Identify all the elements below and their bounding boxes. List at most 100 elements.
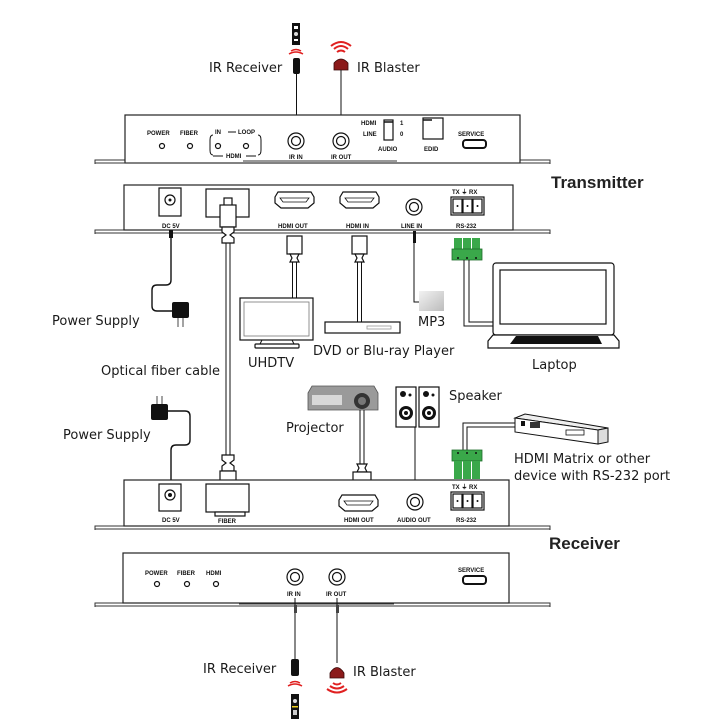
ir-receiver-label-top: IR Receiver — [209, 61, 283, 76]
tx-line-in-port[interactable] — [405, 198, 423, 216]
audio-switch-line-label: LINE — [363, 132, 377, 138]
audio-switch[interactable] — [383, 119, 394, 141]
ir-signal-icon-receiver-bottom — [287, 680, 303, 687]
rs232-cable-matrix — [462, 422, 515, 450]
tx-rs232-pins-label: TX ⏚ RX — [452, 189, 477, 196]
rx-power-cable — [168, 410, 191, 492]
hdmi-cable-dvd — [351, 235, 368, 322]
tx-service-port[interactable] — [462, 139, 487, 149]
ir-blaster-label-bottom: IR Blaster — [353, 665, 416, 680]
tx-hdmi-loop-label: LOOP — [238, 130, 255, 136]
tx-fiber-led — [186, 142, 194, 150]
tx-service-label: SERVICE — [458, 132, 484, 138]
tx-dc-5v-port[interactable] — [158, 187, 182, 217]
tx-hdmi-group-label: HDMI — [226, 154, 242, 160]
power-adapter-icon-rx — [151, 396, 168, 420]
power-adapter-icon-tx — [172, 302, 189, 327]
tx-ir-out-port[interactable] — [332, 132, 350, 150]
transmitter-title: Transmitter — [551, 173, 644, 192]
rx-service-port[interactable] — [462, 575, 487, 585]
edid-switch[interactable] — [422, 117, 444, 140]
tx-hdmi-in-led — [214, 142, 222, 150]
hdmi-matrix-label-line1: HDMI Matrix or other — [514, 452, 651, 467]
rx-hdmi-out-label: HDMI OUT — [344, 518, 374, 524]
tx-dc-5v-label: DC 5V — [162, 224, 180, 230]
audio-cable-mp3 — [413, 233, 419, 303]
hdmi-cable-uhdtv — [286, 235, 303, 298]
tx-hdmi-in-label: HDMI IN — [346, 224, 369, 230]
tx-hdmi-out-label: HDMI OUT — [278, 224, 308, 230]
audio-switch-value-0: 0 — [400, 132, 404, 138]
ir-signal-icon-receiver-top — [288, 48, 304, 55]
rs232-connector-rx — [451, 449, 483, 479]
tx-ir-in-label: IR IN — [289, 155, 303, 161]
tx-ir-out-label: IR OUT — [331, 155, 352, 161]
rx-power-led — [153, 580, 161, 588]
tx-hdmi-loop-led — [242, 142, 250, 150]
tx-hdmi-in-port[interactable] — [339, 191, 380, 209]
rx-rs232-pins-label: TX ⏚ RX — [452, 484, 477, 491]
projector-icon — [307, 385, 379, 411]
tx-line-in-label: LINE IN — [401, 224, 422, 230]
rx-rs232-port[interactable] — [450, 491, 485, 511]
receiver-title: Receiver — [549, 534, 620, 553]
ir-receiver-icon-bottom — [291, 659, 299, 676]
projector-label: Projector — [286, 421, 344, 436]
rx-fiber-led — [183, 580, 191, 588]
ir-blaster-label-top: IR Blaster — [357, 61, 420, 76]
optical-fiber-cable — [225, 243, 231, 455]
audio-switch-value-1: 1 — [400, 121, 404, 127]
rx-led-label-power: POWER — [145, 571, 168, 577]
uhdtv-label: UHDTV — [248, 356, 294, 371]
speaker-icon — [395, 386, 440, 428]
rx-ir-in-port[interactable] — [286, 568, 304, 586]
remote-control-icon-top — [292, 23, 300, 45]
hdmi-matrix-icon — [513, 413, 609, 445]
rx-fiber-label: FIBER — [218, 519, 237, 525]
rx-fiber-port[interactable] — [205, 483, 250, 513]
rx-audio-out-port[interactable] — [406, 493, 424, 511]
rx-ir-out-port[interactable] — [328, 568, 346, 586]
mp3-player-icon — [419, 291, 444, 311]
tx-hdmi-out-port[interactable] — [274, 191, 315, 209]
speaker-label: Speaker — [449, 389, 503, 404]
rs232-connector-tx — [451, 238, 483, 261]
rs232-cable-laptop — [463, 260, 493, 327]
tx-ir-in-port[interactable] — [287, 132, 305, 150]
tx-rs232-port[interactable] — [450, 196, 485, 216]
power-supply-label-tx: Power Supply — [52, 314, 140, 329]
edid-label: EDID — [424, 147, 439, 153]
rx-ir-out-label: IR OUT — [326, 592, 347, 598]
audio-switch-label: AUDIO — [378, 147, 398, 153]
dvd-player-icon — [324, 321, 401, 334]
tx-hdmi-led-group — [209, 131, 262, 157]
tx-power-cable — [151, 233, 175, 312]
uhdtv-icon — [239, 297, 314, 349]
mp3-label: MP3 — [418, 315, 445, 330]
optical-fiber-label: Optical fiber cable — [101, 364, 220, 379]
tx-power-led — [158, 142, 166, 150]
receiver-rear-panel — [94, 479, 551, 530]
laptop-label: Laptop — [532, 358, 577, 373]
rx-dc-5v-port[interactable] — [158, 483, 182, 512]
rx-led-label-fiber: FIBER — [177, 571, 196, 577]
receiver-front-panel — [94, 552, 551, 607]
tx-rs232-label: RS-232 — [456, 224, 477, 230]
audio-switch-hdmi-label: HDMI — [361, 121, 377, 127]
ir-receiver-icon-top — [293, 58, 300, 122]
rx-hdmi-out-port[interactable] — [338, 494, 379, 512]
ir-blaster-icon-top — [333, 58, 349, 122]
power-supply-label-rx: Power Supply — [63, 428, 151, 443]
rx-service-label: SERVICE — [458, 568, 484, 574]
transmitter-front-panel — [94, 114, 551, 164]
ir-signal-icon-blaster-top — [330, 41, 352, 53]
tx-led-label-power: POWER — [147, 131, 170, 137]
rx-hdmi-led — [212, 580, 220, 588]
ir-receiver-label-bottom: IR Receiver — [203, 662, 277, 677]
rx-rs232-label: RS-232 — [456, 518, 477, 524]
hdmi-matrix-label-line2: device with RS-232 port — [514, 469, 670, 484]
fiber-connector-tx — [219, 197, 237, 244]
tx-hdmi-in-label: IN — [215, 130, 221, 136]
rx-ir-in-label: IR IN — [287, 592, 301, 598]
